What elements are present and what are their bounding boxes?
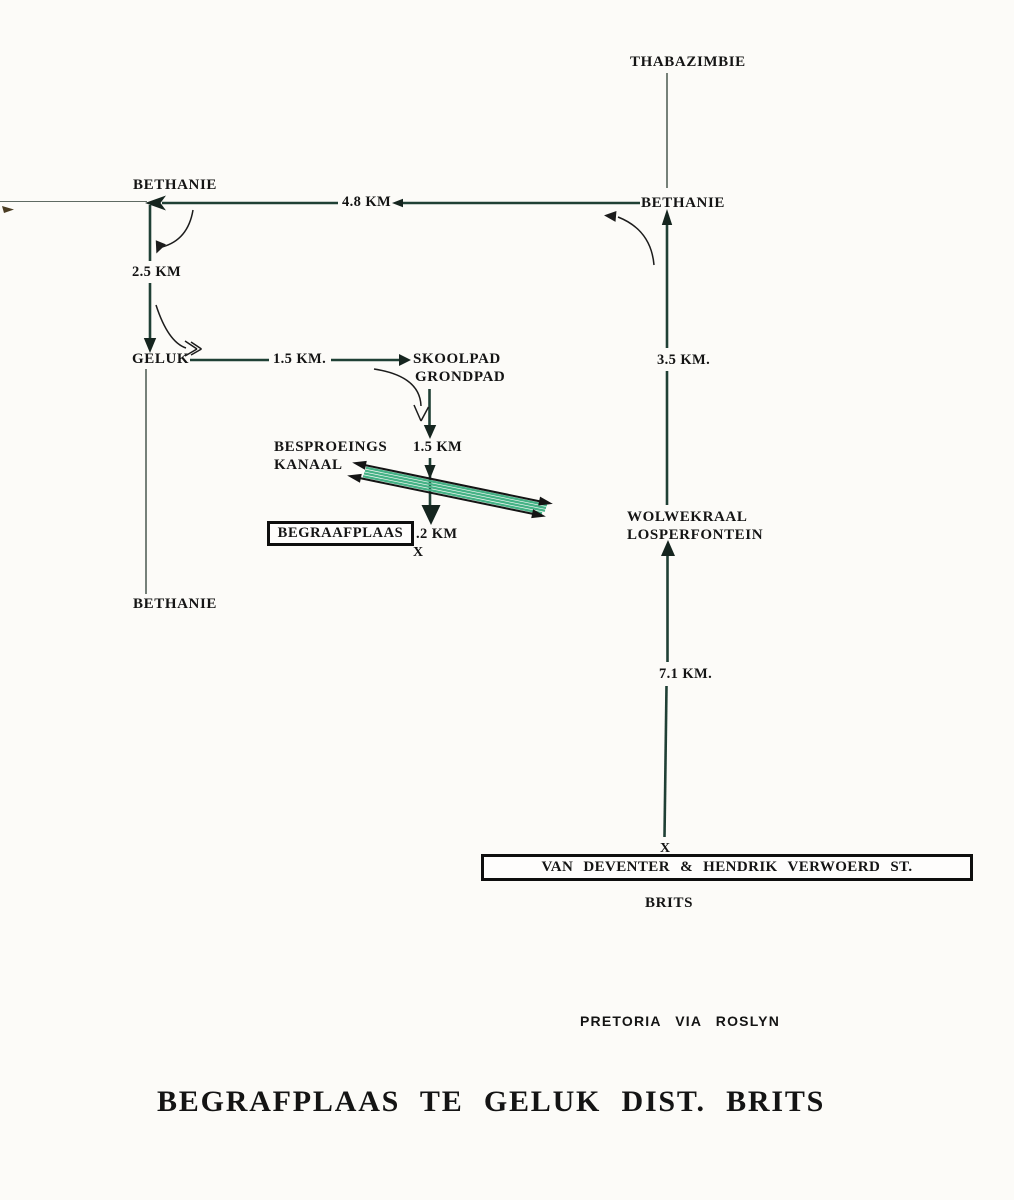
label-distance-0-2km: .2 KM <box>416 526 458 542</box>
street-name-box: VAN DEVENTER & HENDRIK VERWOERD ST. <box>481 854 973 881</box>
label-bethanie-right: BETHANIE <box>641 195 725 211</box>
left-edge-ink-mark <box>2 206 14 213</box>
turn-arrow-right-head <box>604 210 617 222</box>
label-grondpad: GRONDPAD <box>415 369 506 385</box>
arrow-skoolpad-down-1 <box>423 425 437 439</box>
arrow-48km-left <box>392 198 403 208</box>
label-pretoria-via-roslyn: PRETORIA VIA ROSLYN <box>580 1013 781 1029</box>
label-distance-4-8km: 4.8 KM <box>342 194 392 210</box>
begraafplaas-box: BEGRAAFPLAAS <box>267 521 414 546</box>
label-distance-2-5km: 2.5 KM <box>132 264 182 280</box>
arrow-into-begraafplaas <box>421 505 441 525</box>
turn-arrow-topleft-head <box>155 240 166 254</box>
arrow-to-skoolpad-right <box>399 354 411 366</box>
label-brits: BRITS <box>645 895 694 911</box>
label-distance-7-1km: 7.1 KM. <box>659 666 713 682</box>
label-bethanie-bottom: BETHANIE <box>133 596 217 612</box>
arrow-into-bethanie-right-up <box>661 209 673 225</box>
turn-arrow-geluk-head <box>184 340 202 357</box>
canal-hatching <box>347 460 553 519</box>
label-skoolpad: SKOOLPAD <box>413 351 501 367</box>
label-thabazimbie: THABAZIMBIE <box>630 54 746 70</box>
canal-arrowheads <box>347 460 553 519</box>
label-kanaal: KANAAL <box>274 457 343 473</box>
arrow-into-bethanie-left <box>145 195 166 211</box>
label-besproeings: BESPROEINGS <box>274 439 388 455</box>
curved-turn-arrows <box>155 209 655 422</box>
x-marker-cemetery: X <box>413 545 424 560</box>
label-street: VAN DEVENTER & HENDRIK VERWOERD ST. <box>541 859 913 875</box>
thin-road-lines <box>0 73 668 594</box>
route-main-lines <box>148 201 669 838</box>
curved-arrow-filled-heads <box>155 210 617 254</box>
turn-arrow-skoolpad <box>373 368 422 407</box>
label-begraafplaas: BEGRAAFPLAAS <box>277 525 404 541</box>
route-arrowheads <box>143 195 675 556</box>
label-geluk: GELUK <box>132 351 190 367</box>
turn-arrow-skoolpad-head <box>413 404 430 422</box>
turn-arrow-bethanie-right <box>617 216 655 266</box>
turn-arrow-geluk <box>155 304 187 349</box>
turn-arrow-bethanie-topleft <box>161 209 194 248</box>
label-bethanie-top-left: BETHANIE <box>133 177 217 193</box>
map-title: BEGRAFPLAAS TE GELUK DIST. BRITS <box>157 1085 826 1118</box>
label-wolwekraal: WOLWEKRAAL <box>627 509 748 525</box>
label-distance-1-5km-skoolpad: 1.5 KM <box>413 439 463 455</box>
label-distance-3-5km: 3.5 KM. <box>657 352 711 368</box>
label-losperfontein: LOSPERFONTEIN <box>627 527 764 543</box>
arrow-into-wolwekraal-up <box>661 540 675 556</box>
label-distance-1-5km-geluk: 1.5 KM. <box>273 351 327 367</box>
canal-black-lines <box>356 463 544 516</box>
route-71km-lower <box>663 685 668 838</box>
x-marker-brits: X <box>660 841 671 856</box>
arrow-25km-down <box>143 338 157 353</box>
arrow-skoolpad-down-2 <box>424 465 436 479</box>
canal-green-lines <box>362 466 548 515</box>
